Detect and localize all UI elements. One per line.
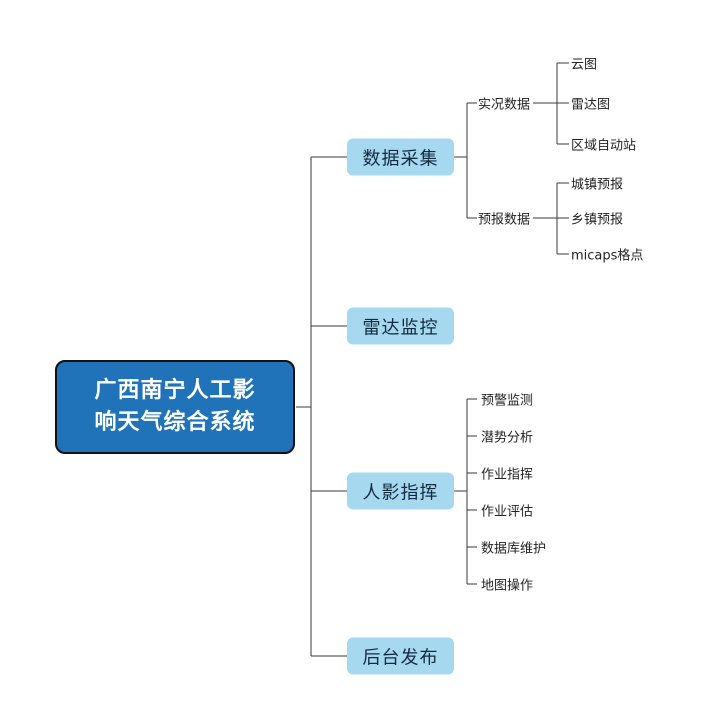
leaf-realtime-data[interactable]: 实况数据	[478, 97, 531, 113]
branch-node-data-collection[interactable]: 数据采集	[347, 138, 454, 176]
connector-command	[454, 398, 477, 585]
branch-node-radar-monitoring[interactable]: 雷达监控	[347, 307, 454, 345]
leaf-operation-command[interactable]: 作业指挥	[481, 467, 534, 483]
branch-node-weather-mod-command[interactable]: 人影指挥	[347, 472, 454, 510]
leaf-potential-analysis[interactable]: 潜势分析	[481, 430, 534, 446]
connector-realtime-data	[533, 62, 569, 145]
connector-root-trunk	[296, 156, 347, 657]
branch-node-backend-publish[interactable]: 后台发布	[347, 637, 454, 675]
leaf-operation-evaluation[interactable]: 作业评估	[481, 504, 534, 520]
leaf-radar-image[interactable]: 雷达图	[571, 97, 611, 113]
connector-data-collection	[454, 102, 477, 219]
leaf-warning-monitor[interactable]: 预警监测	[481, 393, 534, 409]
leaf-township-forecast[interactable]: 乡镇预报	[571, 212, 624, 228]
leaf-micaps-grid[interactable]: micaps格点	[571, 248, 644, 264]
leaf-regional-auto-station[interactable]: 区域自动站	[571, 138, 637, 154]
root-node[interactable]: 广西南宁人工影 响天气综合系统	[55, 360, 295, 454]
leaf-map-operation[interactable]: 地图操作	[481, 578, 534, 594]
leaf-cloud-image[interactable]: 云图	[571, 57, 598, 73]
connector-forecast-data	[533, 182, 569, 255]
leaf-database-maintenance[interactable]: 数据库维护	[481, 541, 547, 557]
leaf-forecast-data[interactable]: 预报数据	[478, 212, 531, 228]
leaf-town-forecast[interactable]: 城镇预报	[571, 177, 624, 193]
